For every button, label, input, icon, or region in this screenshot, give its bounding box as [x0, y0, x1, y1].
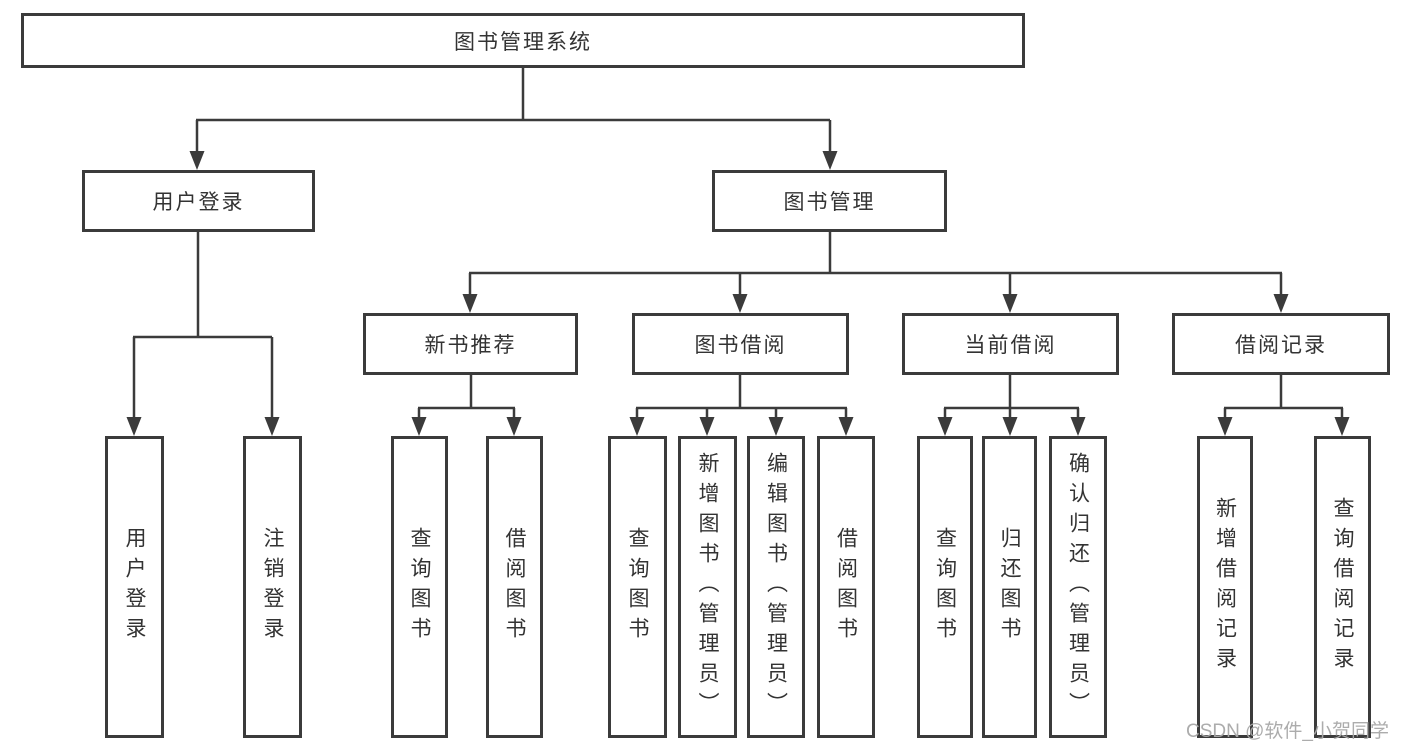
leaf-label: 查询图书: [626, 527, 649, 647]
node-leaf-edit-book-admin: 编辑图书（管理员）: [747, 436, 805, 738]
leaf-label: 新增借阅记录: [1213, 497, 1237, 677]
leaf-label: 归还图书: [998, 527, 1021, 647]
node-current-borrowing: 当前借阅: [902, 313, 1119, 375]
leaf-label: 查询图书: [933, 527, 957, 647]
leaf-label: 用户登录: [123, 527, 146, 647]
node-leaf-confirm-return-admin: 确认归还（管理员）: [1049, 436, 1107, 738]
node-leaf-query-books-2: 查询图书: [608, 436, 667, 738]
node-leaf-add-book-admin: 新增图书（管理员）: [678, 436, 737, 738]
leaf-label: 编辑图书（管理员）: [764, 452, 788, 722]
node-leaf-query-books-3: 查询图书: [917, 436, 973, 738]
leaf-label: 查询图书: [408, 527, 431, 647]
node-book-borrowing: 图书借阅: [632, 313, 849, 375]
node-leaf-query-books-1: 查询图书: [391, 436, 448, 738]
connector-path: [132, 68, 1344, 421]
node-leaf-borrow-books-2: 借阅图书: [817, 436, 875, 738]
node-borrowing-records: 借阅记录: [1172, 313, 1390, 375]
leaf-label: 查询借阅记录: [1331, 497, 1354, 677]
node-library-management-system: 图书管理系统: [21, 13, 1025, 68]
node-leaf-borrow-books-1: 借阅图书: [486, 436, 543, 738]
node-leaf-return-book: 归还图书: [982, 436, 1037, 738]
node-book-management: 图书管理: [712, 170, 947, 232]
node-leaf-logout: 注销登录: [243, 436, 302, 738]
leaf-label: 新增图书（管理员）: [696, 452, 719, 722]
node-new-book-recommendation: 新书推荐: [363, 313, 578, 375]
csdn-watermark: CSDN @软件_小贺同学: [1186, 721, 1389, 742]
leaf-label: 借阅图书: [503, 527, 526, 647]
leaf-label: 注销登录: [261, 527, 284, 647]
node-leaf-query-borrow-record: 查询借阅记录: [1314, 436, 1371, 738]
leaf-label: 确认归还（管理员）: [1066, 452, 1090, 722]
node-user-login: 用户登录: [82, 170, 315, 232]
node-leaf-user-login: 用户登录: [105, 436, 164, 738]
leaf-label: 借阅图书: [834, 527, 858, 647]
node-leaf-add-borrow-record: 新增借阅记录: [1197, 436, 1253, 738]
